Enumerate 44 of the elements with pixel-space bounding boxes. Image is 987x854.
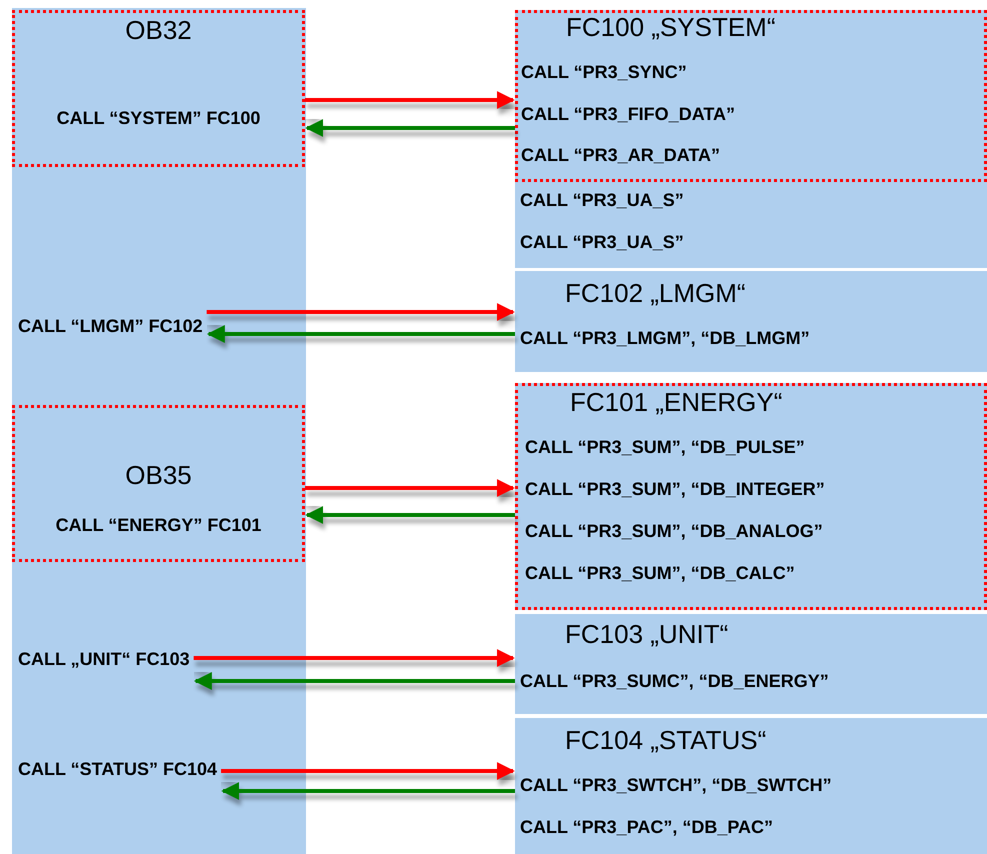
call-statement: CALL “PR3_SUM”, “DB_PULSE” <box>525 436 805 459</box>
column-band <box>12 8 306 854</box>
call-statement: CALL “PR3_UA_S” <box>520 189 684 212</box>
arrow <box>305 479 515 497</box>
call-statement: CALL “LMGM” FC102 <box>17 315 204 338</box>
block-heading: FC104 „STATUS“ <box>565 725 766 755</box>
block-box <box>515 383 987 610</box>
call-statement: CALL “ENERGY” FC101 <box>54 514 262 537</box>
block-box <box>515 271 987 372</box>
block-heading: FC101 „ENERGY“ <box>570 387 782 417</box>
block-heading: FC102 „LMGM“ <box>565 278 746 308</box>
block-heading: OB35 <box>124 460 193 490</box>
arrow <box>221 782 515 800</box>
arrow <box>194 672 515 690</box>
arrow <box>305 506 515 524</box>
call-statement: CALL “PR3_SUM”, “DB_CALC” <box>525 562 795 585</box>
call-statement: CALL “PR3_PAC”, “DB_PAC” <box>520 816 774 839</box>
call-statement: CALL “STATUS” FC104 <box>17 758 218 781</box>
block-box <box>515 614 987 714</box>
call-statement: CALL “PR3_UA_S” <box>520 231 684 254</box>
block-box <box>515 718 987 854</box>
call-statement: CALL “PR3_LMGM”, “DB_LMGM” <box>520 327 810 350</box>
arrow <box>221 762 515 780</box>
call-statement: CALL “PR3_SUM”, “DB_ANALOG” <box>525 520 823 543</box>
call-statement: CALL “PR3_SUM”, “DB_INTEGER” <box>525 478 825 501</box>
arrow <box>194 649 515 667</box>
call-statement: CALL “SYSTEM” FC100 <box>56 107 262 130</box>
call-statement: CALL “PR3_FIFO_DATA” <box>521 103 736 126</box>
block-box <box>12 10 305 167</box>
call-statement: CALL “PR3_SUMC”, “DB_ENERGY” <box>520 670 829 693</box>
block-box <box>12 405 305 562</box>
arrow <box>305 119 515 137</box>
block-heading: FC100 „SYSTEM“ <box>566 12 776 42</box>
block-box <box>515 10 987 182</box>
arrow <box>206 325 515 343</box>
arrow <box>206 303 515 321</box>
call-statement: CALL “PR3_AR_DATA” <box>521 144 720 167</box>
arrow <box>305 91 515 109</box>
call-statement: CALL „UNIT“ FC103 <box>17 648 191 671</box>
block-box <box>515 10 987 268</box>
call-statement: CALL “PR3_SYNC” <box>521 61 687 84</box>
block-heading: OB32 <box>124 15 193 45</box>
call-statement: CALL “PR3_SWTCH”, “DB_SWTCH” <box>520 774 832 797</box>
block-heading: FC103 „UNIT“ <box>565 619 728 649</box>
